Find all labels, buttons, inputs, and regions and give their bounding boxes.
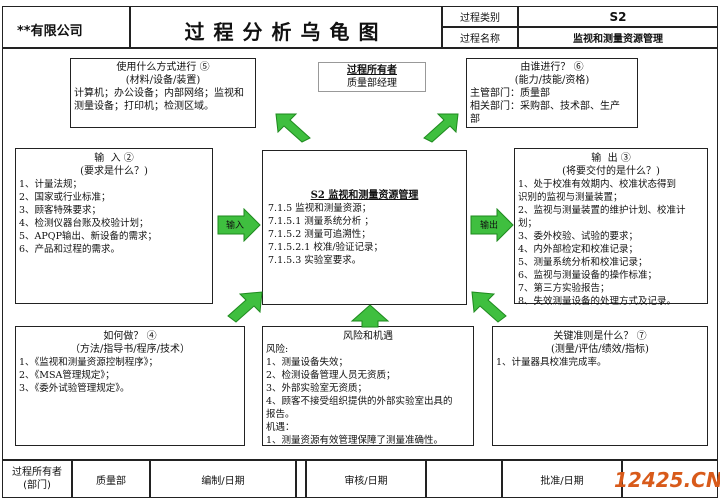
with-what-title: 使用什么方式进行 ⑤ [116, 62, 210, 73]
name-value: 监视和测量资源管理 [518, 27, 718, 48]
how-subtitle: （方法/指导书/程序/技术） [69, 344, 191, 355]
output-box: 输 出 ③ (将要交付的是什么？) 1、处于校准有效期内、校准状态得到 识别的监… [514, 148, 708, 307]
list-item: 7、第三方实验报告； [518, 283, 610, 294]
footer-prepared: 编制/日期 [150, 460, 296, 498]
category-value: S2 [518, 6, 718, 27]
list-item: 1、计量器具校准完成率。 [496, 357, 607, 368]
list-item: 2、监视与测量装置的维护计划、校准计 [518, 205, 686, 216]
footer-approved: 批准/日期 [502, 460, 622, 498]
list-item: 6、监视与测量设备的操作标准； [518, 270, 658, 281]
list-item: 识别的监视与测量装置； [518, 192, 623, 203]
arrow-bottom-center-icon [350, 304, 390, 328]
footer-reviewed-sign [426, 460, 502, 498]
risk-title: 风险和机遇 [343, 331, 393, 342]
list-item: 机遇： [266, 422, 295, 433]
page-title: 过程分析乌龟图 [184, 20, 388, 44]
owner-title: 过程所有者 [347, 65, 397, 76]
arrow-output-label: 输出 [480, 221, 499, 231]
output-title: 输 出 ③ [591, 153, 631, 164]
input-subtitle: (要求是什么？) [80, 166, 148, 177]
how-box: 如何做？ ④ （方法/指导书/程序/技术） 1、《监视和测量资源控制程序》； 2… [15, 326, 245, 446]
with-what-box: 使用什么方式进行 ⑤ (材料/设备/装置) 计算机；办公设备；内部网络；监视和 … [70, 58, 256, 128]
list-item: 3、外部实验室无资质； [266, 383, 368, 394]
kpi-title: 关键准则是什么？ ⑦ [553, 331, 647, 342]
how-list: 1、《监视和测量资源控制程序》； 2、《MSA管理规定》； 3、《委外试验管理规… [16, 356, 244, 395]
list-item: 1、计量法规； [19, 179, 83, 190]
arrow-bottom-right-icon [471, 291, 507, 323]
process-clause-list: 7.1.5 监视和测量资源； 7.1.5.1 测量系统分析 ； 7.1.5.2 … [263, 202, 466, 267]
list-item: 3、《委外试验管理规定》。 [19, 383, 130, 394]
arrow-top-left-icon [275, 113, 311, 143]
name-label: 过程名称 [442, 27, 518, 48]
list-item: 1、处于校准有效期内、校准状态得到 [518, 179, 677, 190]
kpi-box: 关键准则是什么？ ⑦ (测量/评估/绩效/指标) 1、计量器具校准完成率。 [492, 326, 708, 446]
list-item: 4、检测仪器台账及校验计划； [19, 218, 149, 229]
with-whom-title: 由谁进行？ ⑥ [520, 62, 584, 73]
arrow-output-icon [470, 208, 514, 242]
list-item: 8、失效测量设备的处理方式及记录。 [518, 296, 677, 307]
list-item: 1、《监视和测量资源控制程序》； [19, 357, 159, 368]
output-subtitle: (将要交付的是什么？) [562, 166, 660, 177]
owner-box: 过程所有者 质量部经理 [318, 62, 426, 92]
list-item: 1、测量设备失效； [266, 357, 349, 368]
company-name: **有限公司 [17, 24, 83, 39]
with-what-body: 计算机；办公设备；内部网络；监视和 测量设备；打印机；检测区域。 [74, 88, 244, 112]
list-item: 2、《MSA管理规定》； [19, 370, 115, 381]
watermark-logo: 12425.CN [614, 468, 720, 492]
risk-list: 风险: 1、测量设备失效； 2、检测设备管理人员无资质； 3、外部实验室无资质；… [263, 343, 473, 447]
category-label: 过程类别 [442, 6, 518, 27]
with-whom-box: 由谁进行？ ⑥ (能力/技能/资格) 主管部门：质量部 相关部门：采购部、技术部… [466, 58, 638, 128]
output-list: 1、处于校准有效期内、校准状态得到 识别的监视与测量装置； 2、监视与测量装置的… [515, 178, 707, 308]
footer-owner-label: 过程所有者 (部门) [2, 460, 72, 498]
kpi-list: 1、计量器具校准完成率。 [493, 356, 707, 369]
risk-box: 风险和机遇 风险: 1、测量设备失效； 2、检测设备管理人员无资质； 3、外部实… [262, 326, 474, 446]
arrow-input-label: 输入 [226, 221, 245, 231]
process-center-title: S2 监视和测量资源管理 [310, 190, 419, 201]
list-item: 报告。 [266, 409, 295, 420]
footer-prepared-sign [296, 460, 306, 498]
with-what-subtitle: (材料/设备/装置) [125, 75, 201, 86]
list-item: 6、产品和过程的需求。 [19, 244, 121, 255]
input-title: 输 入 ② [94, 153, 134, 164]
list-item: 3、顾客特殊要求； [19, 205, 102, 216]
kpi-subtitle: (测量/评估/绩效/指标) [551, 344, 649, 355]
list-item: 5、测量系统分析和校准记录； [518, 257, 648, 268]
list-item: 2、国家或行业标准； [19, 192, 111, 203]
arrow-input-icon [217, 208, 261, 242]
list-item: 7.1.5.2.1 校准/验证记录； [268, 242, 384, 253]
list-item: 7.1.5.1 测量系统分析 ； [268, 216, 374, 227]
header-title-cell: 过程分析乌龟图 [130, 6, 442, 48]
footer-dept: 质量部 [72, 460, 150, 498]
list-item: 2、检测设备管理人员无资质； [266, 370, 396, 381]
how-title: 如何做？ ④ [103, 331, 157, 342]
list-item: 风险: [266, 344, 289, 355]
with-whom-subtitle: (能力/技能/资格) [514, 75, 590, 86]
list-item: 1、测量资源有效管理保障了测量准确性。 [266, 435, 444, 446]
list-item: 3、委外校验、试验的要求； [518, 231, 639, 242]
arrow-bottom-left-icon [227, 291, 263, 323]
list-item: 7.1.5.2 测量可追溯性； [268, 229, 371, 240]
with-whom-body: 主管部门：质量部 相关部门：采购部、技术部、生产 部 [470, 88, 620, 125]
process-center-box: S2 监视和测量资源管理 7.1.5 监视和测量资源； 7.1.5.1 测量系统… [262, 150, 467, 305]
list-item: 5、APQP输出、新设备的需求； [19, 231, 157, 242]
list-item: 4、顾客不接受组织提供的外部实验室出具的 [266, 396, 453, 407]
list-item: 4、内外部检定和校准记录； [518, 244, 639, 255]
list-item: 7.1.5.3 实验室要求。 [268, 255, 362, 266]
list-item: 7.1.5 监视和测量资源； [268, 203, 372, 214]
owner-value: 质量部经理 [347, 78, 397, 89]
diagram-frame [2, 48, 718, 460]
input-box: 输 入 ② (要求是什么？) 1、计量法规； 2、国家或行业标准； 3、顾客特殊… [15, 148, 213, 304]
input-list: 1、计量法规； 2、国家或行业标准； 3、顾客特殊要求； 4、检测仪器台账及校验… [16, 178, 212, 256]
arrow-top-right-icon [423, 113, 459, 143]
footer-approved-sign [622, 460, 718, 498]
header-company-cell: **有限公司 [2, 6, 130, 48]
list-item: 划； [518, 218, 538, 229]
footer-reviewed: 审核/日期 [306, 460, 426, 498]
